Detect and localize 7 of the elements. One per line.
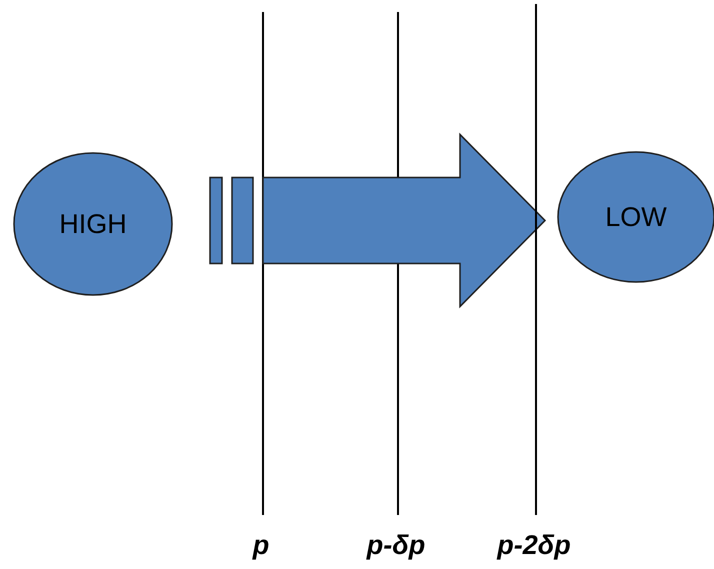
ellipse-node bbox=[13, 152, 173, 296]
node-label: HIGH bbox=[59, 208, 127, 240]
pressure-label: p bbox=[252, 530, 270, 561]
pressure-label: p-2δp bbox=[497, 530, 571, 561]
block-arrow bbox=[209, 132, 546, 308]
pressure-label: p-δp bbox=[366, 530, 426, 561]
node-label: LOW bbox=[605, 202, 667, 232]
